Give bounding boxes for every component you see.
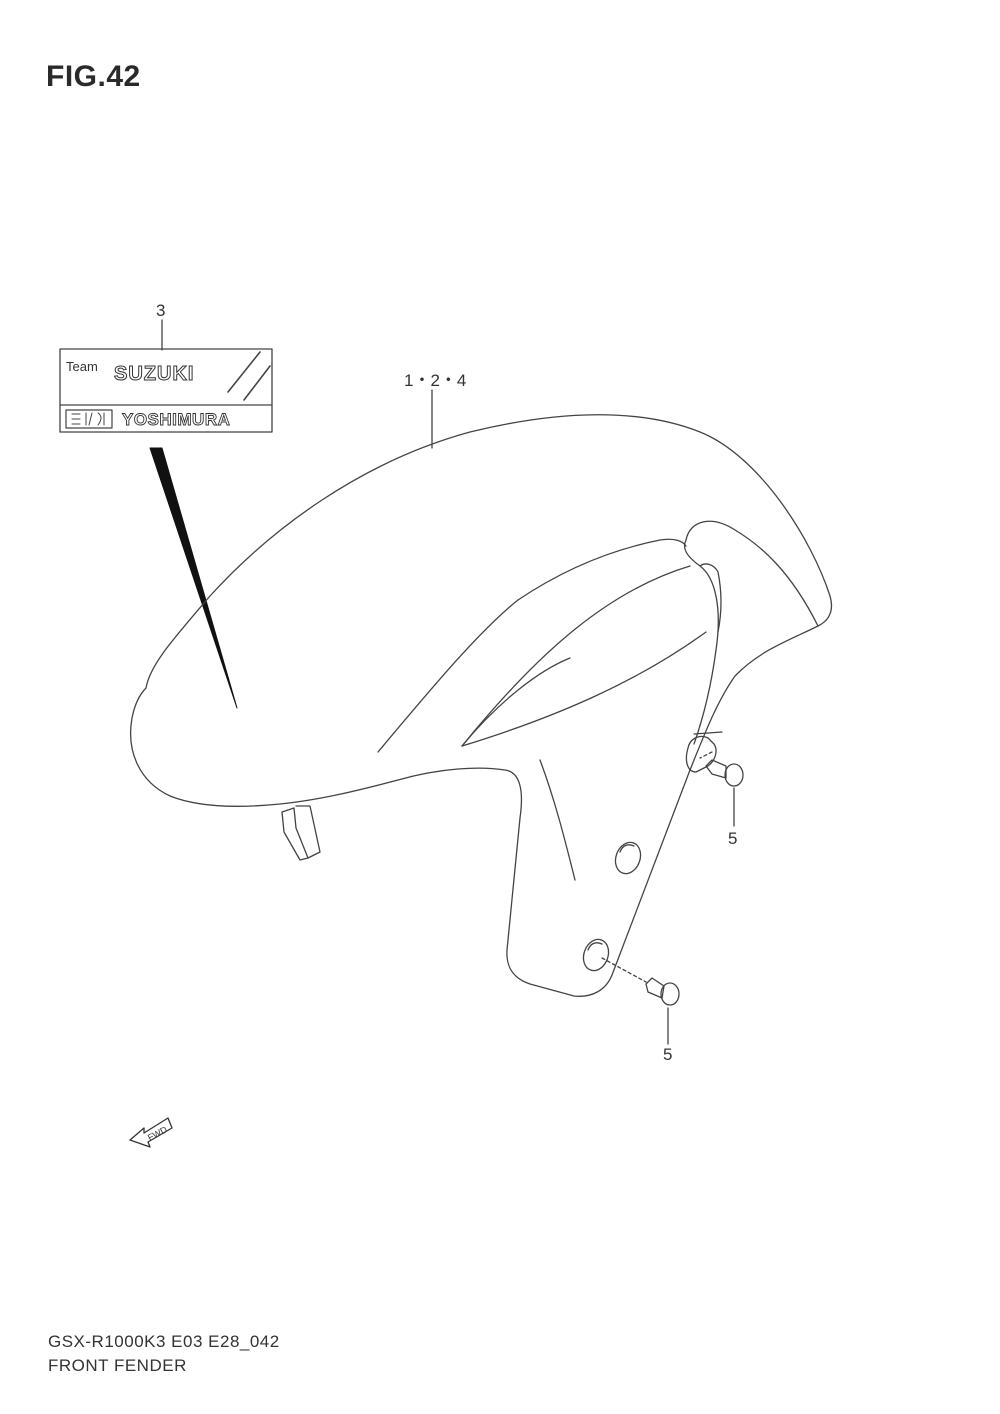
fender-mount-tab xyxy=(685,735,717,773)
yoshimura-logo-icon xyxy=(65,409,113,429)
mount-hole-middle xyxy=(614,841,642,875)
fender-contour-left xyxy=(377,599,519,753)
decal-placement-wedge xyxy=(149,447,238,709)
part-group-name: FRONT FENDER xyxy=(48,1356,187,1375)
fender-contour-mid xyxy=(461,565,691,747)
bolt-upper xyxy=(699,751,744,827)
yoshimura-logo-mark xyxy=(71,412,105,426)
mount-hole-lower xyxy=(582,938,610,972)
mount-hole-middle-lip xyxy=(619,844,635,853)
fender-contour-ridge xyxy=(461,657,571,747)
bolt-upper-head xyxy=(724,763,744,787)
decal-outline xyxy=(59,348,273,433)
bolt-lower-axis xyxy=(601,957,647,983)
bolt-upper-shank xyxy=(705,759,727,779)
front-fender xyxy=(130,389,833,997)
fender-contour-upper xyxy=(517,538,687,601)
fender-rear-flap-edge xyxy=(295,805,321,859)
decal-team-text: Team xyxy=(66,359,98,374)
bolt-lower-head xyxy=(660,982,680,1006)
fender-mount-tab-edge xyxy=(693,731,723,735)
fender-bracket-curve xyxy=(683,539,719,745)
fwd-arrow-icon xyxy=(129,1117,173,1148)
figure-title: FIG.42 xyxy=(46,60,141,93)
decal-sponsor-text: YOSHIMURA xyxy=(122,410,230,429)
fender-inner-edge xyxy=(685,520,819,627)
mount-hole-lower-lip xyxy=(587,942,603,951)
callout-bolt-upper: 5 xyxy=(728,829,737,848)
fender-rear-flap xyxy=(281,807,309,861)
callout-decal: 3 xyxy=(156,301,165,320)
callout-bolt-lower: 5 xyxy=(663,1045,672,1064)
callout-fender: 1・2・4 xyxy=(404,371,466,390)
fender-bracket-inner xyxy=(699,563,722,633)
model-code: GSX-R1000K3 E03 E28_042 xyxy=(48,1332,280,1351)
decal-brand-text: SUZUKI xyxy=(114,363,194,385)
decal-sticker xyxy=(59,319,273,433)
bolt-upper-axis xyxy=(699,751,713,759)
fender-leg-crease xyxy=(539,759,576,881)
bolt-lower-shank xyxy=(645,977,665,999)
decal-stripes xyxy=(227,351,271,401)
fender-contour-lower xyxy=(461,631,707,747)
bolt-lower xyxy=(601,957,680,1045)
fender-outline xyxy=(130,414,833,997)
